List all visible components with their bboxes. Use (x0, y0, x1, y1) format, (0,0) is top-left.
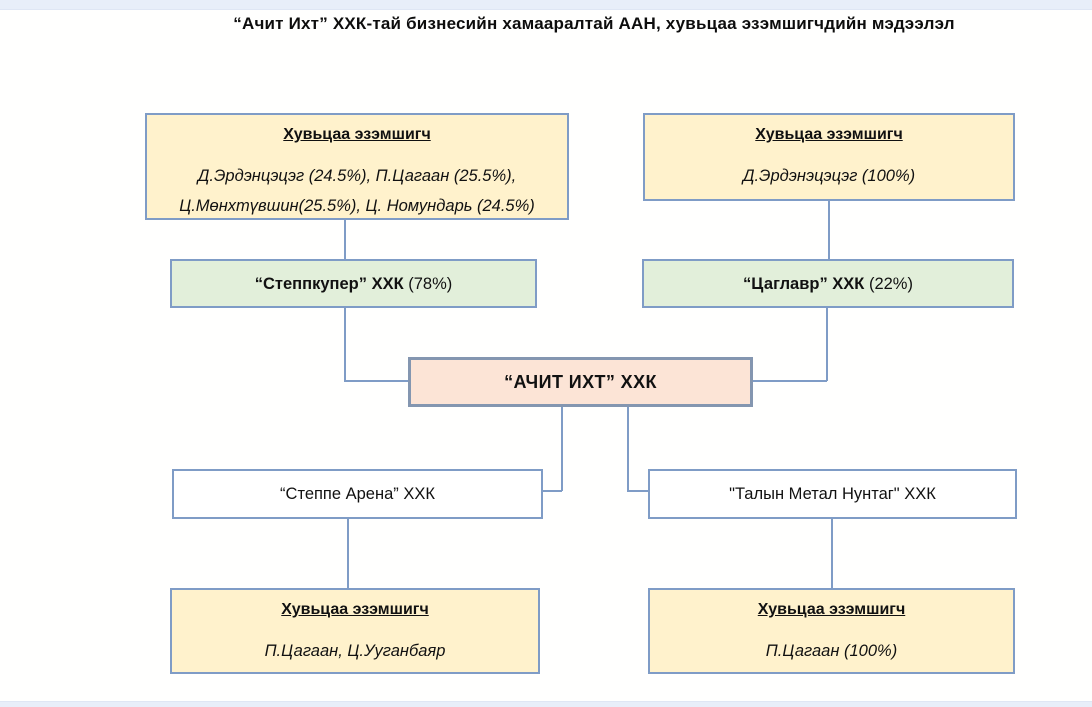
shareholder-box-bottom-left: Хувьцаа эзэмшигч П.Цагаан, Ц.Ууганбаяр (170, 588, 540, 674)
connector-central-down-right (627, 406, 629, 491)
shareholder-names-line: П.Цагаан (100%) (765, 642, 898, 660)
connector-talyn-metal-to-shareholders (831, 518, 833, 589)
connector-central-down-left (561, 406, 563, 491)
company-share: (78%) (403, 274, 453, 293)
connector-steppe-arena-to-shareholders (347, 518, 349, 589)
shareholder-names-line: П.Цагаан, Ц.Ууганбаяр (264, 642, 446, 660)
shareholder-header: Хувьцаа эзэмшигч (757, 601, 906, 618)
company-name: “Степпе Арена” ХХК (280, 485, 435, 503)
company-box-achit-ikht: “АЧИТ ИХТ” ХХК (408, 357, 753, 407)
company-box-tsaglavr: “Цаглавр” ХХК (22%) (642, 259, 1014, 308)
connector-topleft-to-steppcooper (344, 220, 346, 260)
connector-steppcooper-down (344, 307, 346, 381)
company-name: “Цаглавр” ХХК (743, 274, 865, 293)
company-box-talyn-metal: "Талын Метал Нунтаг" ХХК (648, 469, 1017, 519)
company-name: "Талын Метал Нунтаг" ХХК (729, 485, 936, 503)
company-box-steppe-arena: “Степпе Арена” ХХК (172, 469, 543, 519)
shareholder-box-top-right: Хувьцаа эзэмшигч Д.Эрдэнэцэцэг (100%) (643, 113, 1015, 201)
company-name: “Степпкупер” ХХК (254, 274, 404, 293)
company-share: (22%) (864, 274, 913, 293)
connector-central-to-talyn-metal (627, 490, 649, 492)
company-name: “АЧИТ ИХТ” ХХК (504, 371, 657, 392)
shareholder-header: Хувьцаа эзэмшигч (281, 601, 429, 618)
page-title: “Ачит Ихт” ХХК-тай бизнесийн хамааралтай… (233, 14, 955, 33)
shareholder-header: Хувьцаа эзэмшигч (755, 126, 903, 143)
shareholder-box-bottom-right: Хувьцаа эзэмшигч П.Цагаан (100%) (648, 588, 1015, 674)
company-label: “Степпкупер” ХХК (78%) (255, 274, 453, 294)
connector-steppcooper-to-central (344, 380, 409, 382)
connector-topright-to-tsaglavr (828, 200, 830, 260)
page-top-strip (0, 0, 1092, 10)
shareholder-names-line: Д.Эрдэнэцэцэг (100%) (742, 167, 916, 185)
shareholder-header: Хувьцаа эзэмшигч (283, 126, 431, 143)
company-label: “Цаглавр” ХХК (22%) (743, 274, 913, 294)
connector-tsaglavr-to-central (752, 380, 827, 382)
page-bottom-strip (0, 701, 1092, 707)
shareholder-names-line: Ц.Мөнхтүвшин(25.5%), Ц. Номундарь (24.5%… (179, 197, 535, 215)
shareholder-box-top-left: Хувьцаа эзэмшигч Д.Эрдэнцэцэг (24.5%), П… (145, 113, 569, 220)
connector-tsaglavr-down (826, 307, 828, 381)
shareholder-names-line: Д.Эрдэнцэцэг (24.5%), П.Цагаан (25.5%), (197, 167, 517, 185)
company-box-steppcooper: “Степпкупер” ХХК (78%) (170, 259, 537, 308)
connector-central-to-steppe-arena (542, 490, 562, 492)
